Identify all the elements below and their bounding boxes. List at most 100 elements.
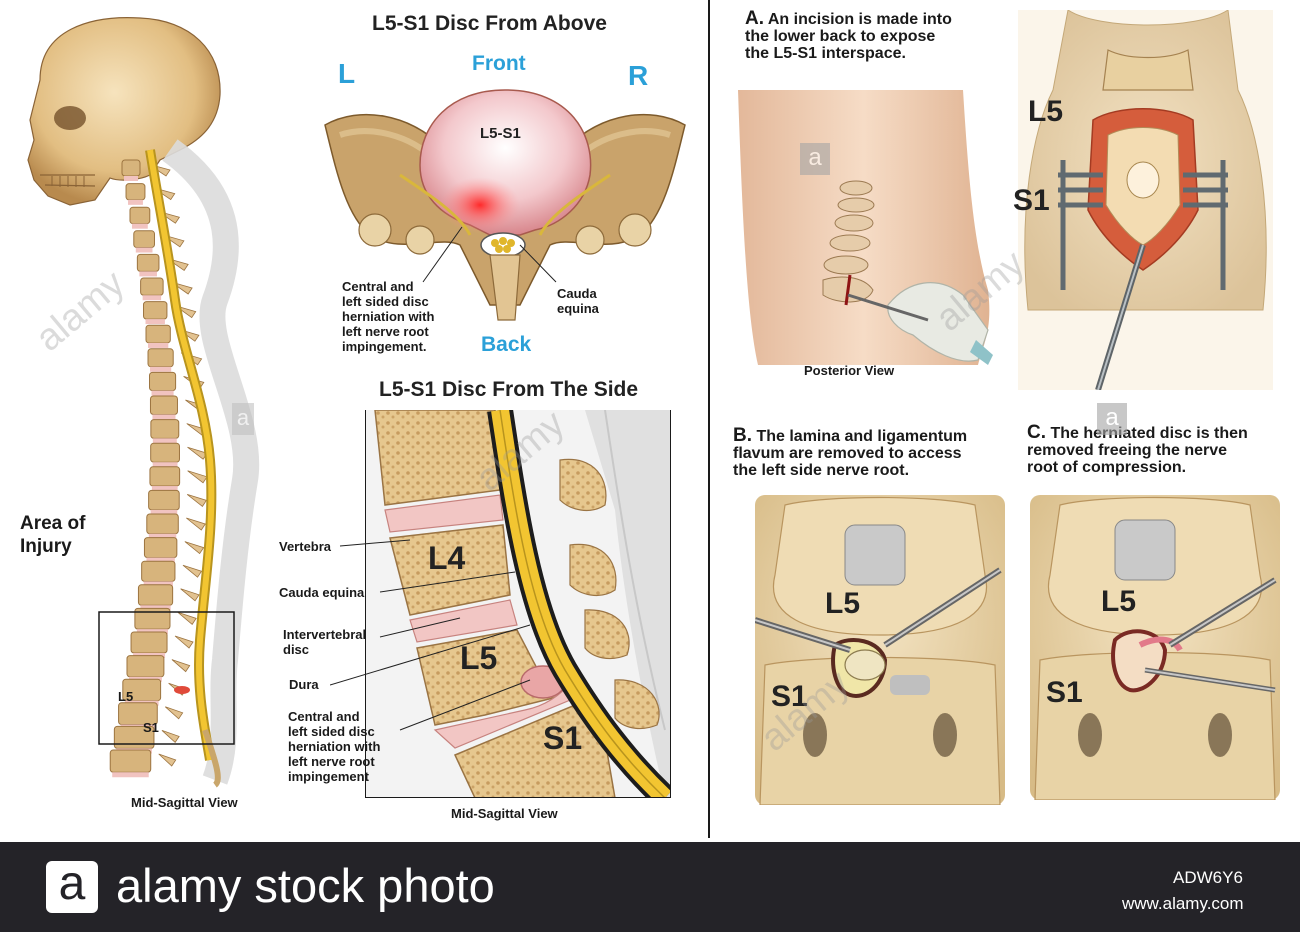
step-c-illustration xyxy=(1030,495,1280,800)
vertebra-segment xyxy=(150,419,180,439)
stock-footer: a alamy stock photo ADW6Y6 www.alamy.com xyxy=(0,842,1300,932)
disc-segment xyxy=(131,223,148,229)
panel-divider xyxy=(708,0,710,838)
site-url: www.alamy.com xyxy=(1122,894,1244,913)
step-c-s1-label: S1 xyxy=(1046,676,1083,709)
vertebra-segment xyxy=(145,324,171,344)
step-c-caption: C. The herniated disc is then removed fr… xyxy=(1027,422,1248,476)
disc-segment xyxy=(135,247,153,253)
disc-segment xyxy=(143,581,173,587)
vertebra-segment xyxy=(149,371,177,392)
side-caption: Mid-Sagittal View xyxy=(451,806,558,821)
disc-segment xyxy=(150,509,178,515)
eye-socket xyxy=(54,106,86,130)
vertebra-segment xyxy=(121,159,141,177)
spinous-process xyxy=(182,564,203,578)
front-marker: Front xyxy=(472,52,526,75)
l5-label: L5 xyxy=(118,689,134,704)
step-b-caption: B. The lamina and ligamentum flavum are … xyxy=(733,425,968,479)
disc-segment xyxy=(152,414,176,420)
left-caption: Mid-Sagittal View xyxy=(131,795,238,810)
vertebra-segment xyxy=(109,749,152,773)
alamy-logo-icon: a xyxy=(46,860,98,913)
disc-top-view xyxy=(324,89,686,321)
step-b-illustration xyxy=(755,495,1005,805)
spinous-process xyxy=(171,659,191,673)
freed-nerve-root xyxy=(1111,629,1168,693)
spinous-process xyxy=(161,730,180,744)
disc-label-side: Intervertebral disc xyxy=(283,627,367,657)
vertebra-segment xyxy=(143,537,178,559)
l5-label-side: L5 xyxy=(460,640,498,676)
disc-segment xyxy=(150,366,172,372)
vertebra-segment xyxy=(130,631,168,654)
disc-segment xyxy=(124,176,138,181)
disc-segment xyxy=(139,271,157,277)
vertebra-segment xyxy=(126,655,165,678)
disc-segment xyxy=(112,772,149,778)
spinous-process xyxy=(184,541,205,555)
spinous-process xyxy=(186,494,208,507)
vertebra-segment xyxy=(150,442,180,463)
disc-l4-l5 xyxy=(409,599,518,643)
step-a-l5-label: L5 xyxy=(1028,95,1064,128)
s1-label: S1 xyxy=(143,720,159,735)
vertebra-segment xyxy=(146,513,179,535)
vertebra-segment xyxy=(147,348,174,368)
vertebra-segment xyxy=(141,560,176,582)
vertebra-segment xyxy=(149,395,178,415)
spinous-process xyxy=(186,517,206,531)
disc-segment xyxy=(128,199,143,205)
disc-segment xyxy=(142,295,162,301)
disc-segment xyxy=(148,342,169,348)
disc-label-top: L5-S1 xyxy=(480,125,521,142)
vertebra-segment xyxy=(125,183,146,201)
step-a-exposure xyxy=(1018,10,1273,390)
cauda-label-top: Cauda equina xyxy=(557,286,599,316)
area-of-injury-label: Area of Injury xyxy=(20,513,86,557)
side-view-title: L5-S1 Disc From The Side xyxy=(379,378,639,401)
spinous-process xyxy=(180,588,200,602)
disc-segment xyxy=(152,438,177,444)
vertebra-segment xyxy=(149,466,181,487)
herniation-label-side: Central and left sided disc herniation w… xyxy=(288,709,381,784)
gloved-hand xyxy=(887,282,989,362)
step-b-s1-label: S1 xyxy=(771,680,808,713)
herniation-label-top: Central and left sided disc herniation w… xyxy=(342,279,435,354)
disc-segment xyxy=(148,533,177,539)
vertebral-column xyxy=(109,159,208,778)
vertebra-segment xyxy=(136,253,160,272)
back-marker: Back xyxy=(481,333,532,356)
disc-segment xyxy=(146,557,175,563)
vertebra-l4 xyxy=(389,524,511,616)
vertebra-segment xyxy=(133,230,155,249)
step-c-l5-label: L5 xyxy=(1101,585,1137,618)
vertebra-s1 xyxy=(453,704,616,798)
spinous-process xyxy=(177,612,197,625)
vertebra-label: Vertebra xyxy=(279,539,332,554)
vertebra-segment xyxy=(137,584,174,606)
disc-side-view xyxy=(365,410,671,798)
cauda-label-side: Cauda equina xyxy=(279,585,365,600)
top-view-title: L5-S1 Disc From Above xyxy=(372,12,607,35)
watermark-mark-3: a xyxy=(232,403,254,435)
side-pointers xyxy=(330,539,531,731)
skull xyxy=(27,17,221,206)
right-marker: R xyxy=(628,60,649,91)
disc-upper xyxy=(384,494,504,533)
watermark-mark-2: a xyxy=(1097,403,1127,435)
posterior-view-label: Posterior View xyxy=(804,363,895,378)
disc-segment xyxy=(145,319,165,325)
spinous-process xyxy=(187,470,208,484)
spinous-process xyxy=(174,635,194,649)
injury-marker xyxy=(174,686,190,694)
herniation-red xyxy=(440,177,520,233)
step-a-caption: A. An incision is made into the lower ba… xyxy=(745,8,952,62)
dura-label: Dura xyxy=(289,677,319,692)
left-marker: L xyxy=(338,58,356,89)
l4-label: L4 xyxy=(428,540,466,576)
step-a-s1-label: S1 xyxy=(1013,184,1050,217)
s1-label-side: S1 xyxy=(543,720,583,756)
spinous-process xyxy=(158,753,177,767)
vertebra-segment xyxy=(129,206,151,225)
